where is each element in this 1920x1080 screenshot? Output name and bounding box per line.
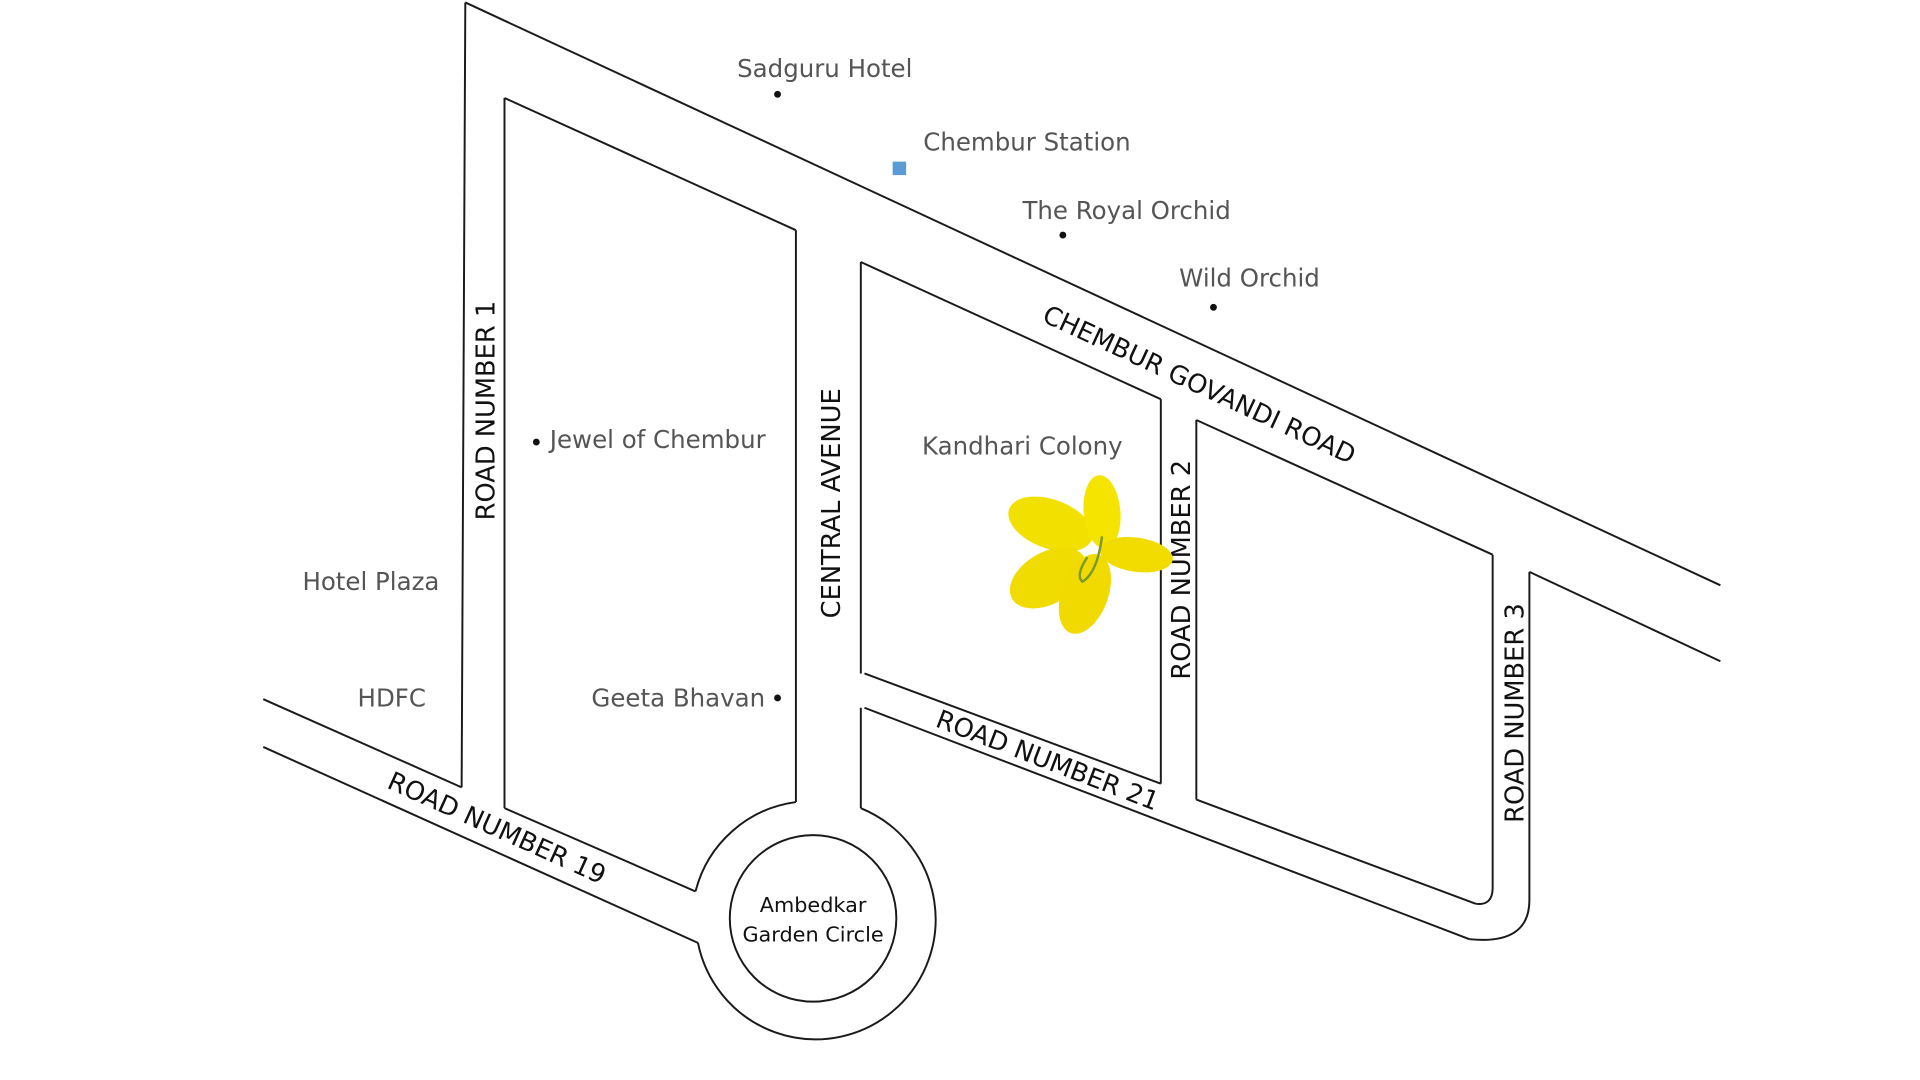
road-label-road19: ROAD NUMBER 19 bbox=[383, 766, 610, 890]
circle-label-line1: Ambedkar bbox=[760, 893, 867, 917]
road-label-road1: ROAD NUMBER 1 bbox=[472, 301, 502, 521]
place-dot bbox=[532, 438, 540, 446]
place-hotel-plaza: Hotel Plaza bbox=[302, 567, 439, 596]
place-dot bbox=[1210, 303, 1217, 311]
place-hdfc: HDFC bbox=[358, 684, 426, 713]
road-label-road2: ROAD NUMBER 2 bbox=[1167, 460, 1197, 680]
road-label-central-avenue: CENTRAL AVENUE bbox=[817, 388, 847, 618]
place-geeta-bhavan: Geeta Bhavan bbox=[591, 684, 765, 713]
place-royal-orchid: The Royal Orchid bbox=[1021, 196, 1230, 225]
station-marker-icon bbox=[892, 161, 907, 176]
circle-label-line2: Garden Circle bbox=[742, 923, 883, 947]
road-lines bbox=[262, 1, 1721, 1041]
place-dot bbox=[1059, 231, 1067, 239]
place-chembur-station: Chembur Station bbox=[923, 128, 1130, 157]
place-dot bbox=[774, 694, 781, 702]
place-kandhari-colony: Kandhari Colony bbox=[922, 431, 1123, 460]
place-wild-orchid: Wild Orchid bbox=[1179, 264, 1320, 293]
place-jewel-of-chembur: Jewel of Chembur bbox=[548, 425, 767, 454]
flower-icon bbox=[1008, 475, 1173, 634]
road-label-road3: ROAD NUMBER 3 bbox=[1500, 603, 1530, 823]
road-label-road21: ROAD NUMBER 21 bbox=[932, 705, 1163, 818]
place-sadguru-hotel: Sadguru Hotel bbox=[737, 54, 912, 83]
place-dot bbox=[774, 90, 781, 98]
